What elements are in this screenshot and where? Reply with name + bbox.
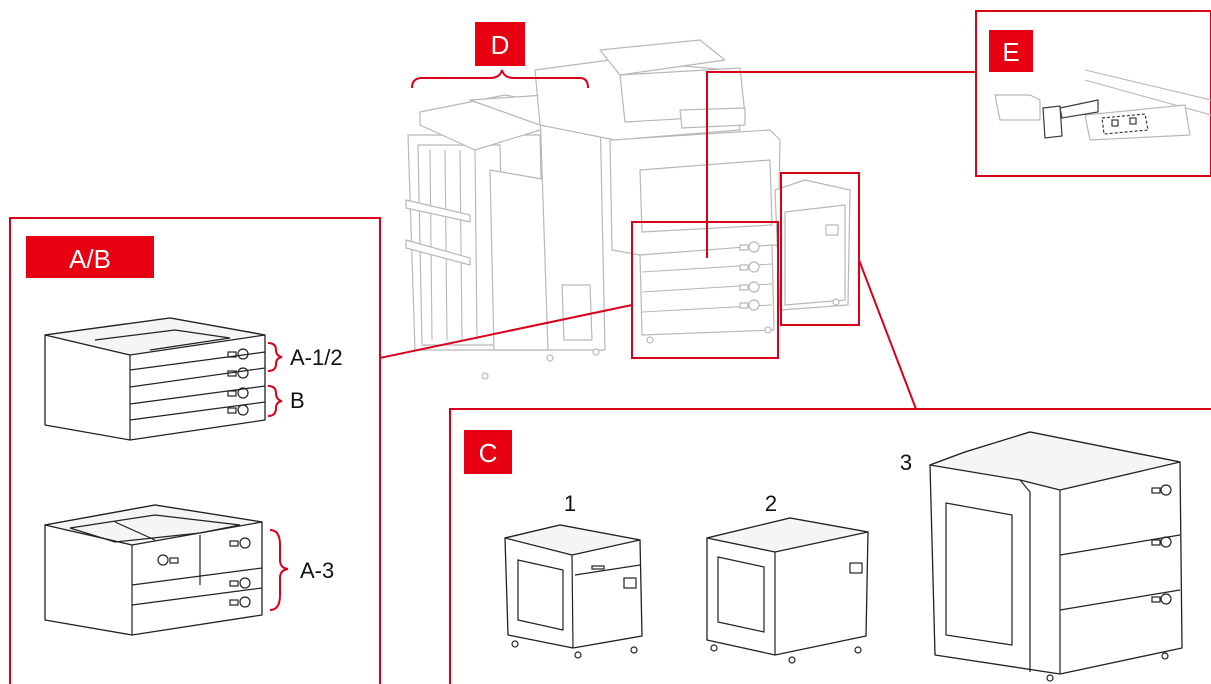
b-brace (267, 385, 283, 417)
badge-e-text: E (1002, 37, 1019, 67)
option-c3-deck (929, 431, 1183, 682)
a3-brace (269, 529, 289, 611)
deck-highlight-frame (780, 172, 860, 326)
panel-c (449, 408, 1211, 684)
badge-ab-text: A/B (69, 244, 111, 274)
badge-d (475, 22, 525, 66)
label-c3: 3 (900, 450, 912, 475)
option-c1-deck (504, 524, 643, 659)
option-a12-b-unit (44, 317, 266, 441)
label-c2: 2 (765, 491, 777, 516)
option-c2-deck (706, 517, 869, 664)
panel-e (975, 10, 1211, 177)
option-e-illustration (994, 69, 1211, 141)
option-a3-unit (44, 504, 263, 636)
badge-ab (26, 236, 154, 278)
badge-c-text: C (479, 438, 498, 468)
c-connector (858, 259, 917, 410)
badge-c (464, 430, 512, 474)
label-a12: A-1/2 (290, 345, 343, 370)
panel-ab (9, 217, 381, 684)
label-c1: 1 (564, 491, 576, 516)
d-bracket (411, 69, 589, 89)
drawer-highlight-frame (631, 221, 779, 359)
e-connector (706, 71, 976, 258)
label-a3: A-3 (300, 558, 334, 583)
badge-d-text: D (491, 30, 510, 60)
a12-brace (267, 342, 283, 372)
badge-e (989, 30, 1033, 72)
main-machine (405, 39, 851, 380)
ab-connector (379, 304, 633, 359)
label-b: B (290, 388, 305, 413)
